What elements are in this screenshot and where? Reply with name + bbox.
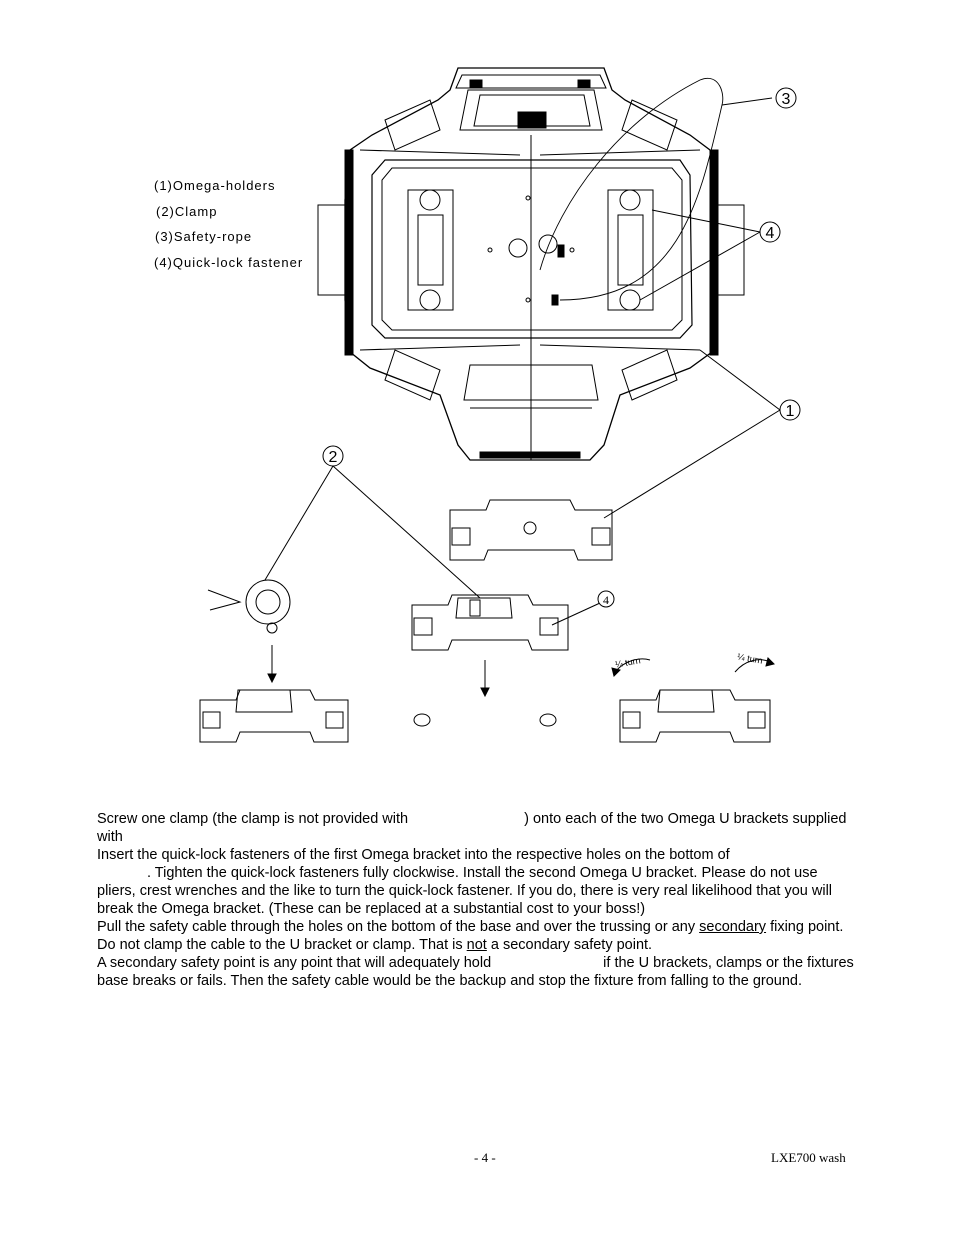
callout-markers bbox=[322, 87, 801, 608]
legend-item-quick-lock: (4)Quick-lock fastener bbox=[154, 254, 304, 270]
turn-label-right: ¼ turn bbox=[737, 651, 764, 665]
p3-underlined-secondary: secondary bbox=[699, 919, 767, 935]
turn-label-left: ¼ turn bbox=[614, 655, 641, 669]
paragraph-2: Insert the quick-lock fasteners of the f… bbox=[97, 846, 859, 918]
arrows bbox=[267, 645, 775, 698]
diagram-legend: (1)Omega-holders (2)Clamp (3)Safety-rope… bbox=[154, 178, 303, 280]
bracket-with-clamp-drawing bbox=[411, 594, 569, 651]
mounting-diagram: 3 4 1 2 4 ¼ turn ¼ turn bbox=[199, 67, 801, 743]
clamp-drawing bbox=[207, 579, 291, 634]
callout-3 bbox=[775, 87, 797, 109]
paragraph-1: Screw one clamp (the clamp is not provid… bbox=[97, 810, 859, 846]
callout-leaders bbox=[264, 97, 781, 626]
callout-4-label: 4 bbox=[766, 225, 775, 242]
callout-2 bbox=[322, 445, 344, 467]
page-number: - 4 - bbox=[474, 1150, 496, 1165]
p4-part-a: A secondary safety point is any point th… bbox=[97, 955, 492, 971]
callout-1 bbox=[779, 399, 801, 421]
p3-part-a: Pull the safety cable through the holes … bbox=[97, 919, 696, 935]
p3-part-c: a secondary safety point. bbox=[490, 937, 653, 953]
p2-part-a: Insert the quick-lock fasteners of the f… bbox=[97, 847, 730, 863]
callout-4b bbox=[597, 590, 615, 608]
footer-model-name: LXE700 wash bbox=[771, 1150, 846, 1165]
callout-1-label: 1 bbox=[786, 403, 795, 420]
callout-4b-label: 4 bbox=[603, 593, 609, 607]
install-steps-drawing bbox=[199, 689, 771, 743]
p3-part-b: fixing point. Do not clamp the cable to … bbox=[97, 919, 844, 953]
paragraph-4: A secondary safety point is any point th… bbox=[97, 954, 859, 990]
paragraph-3: Pull the safety cable through the holes … bbox=[97, 918, 859, 954]
legend-item-clamp: (2)Clamp bbox=[156, 203, 218, 219]
p3-underlined-not: not bbox=[466, 937, 487, 953]
callout-4 bbox=[759, 221, 781, 243]
fixture-base-drawing bbox=[317, 67, 745, 461]
p1-part-b: ) onto each of the two Omega U brackets … bbox=[97, 811, 847, 845]
callout-3-label: 3 bbox=[782, 91, 791, 108]
legend-item-omega-holders: (1)Omega-holders bbox=[154, 178, 276, 193]
p1-part-a: Screw one clamp (the clamp is not provid… bbox=[97, 811, 409, 827]
callout-2-label: 2 bbox=[329, 449, 338, 466]
omega-bracket-drawing bbox=[449, 499, 613, 561]
p2-part-b: . Tighten the quick-lock fasteners fully… bbox=[97, 865, 833, 917]
instructions-text: Screw one clamp (the clamp is not provid… bbox=[97, 810, 859, 990]
legend-item-safety-rope: (3)Safety-rope bbox=[155, 229, 253, 244]
p4-part-b: if the U brackets, clamps or the fixture… bbox=[97, 955, 854, 989]
